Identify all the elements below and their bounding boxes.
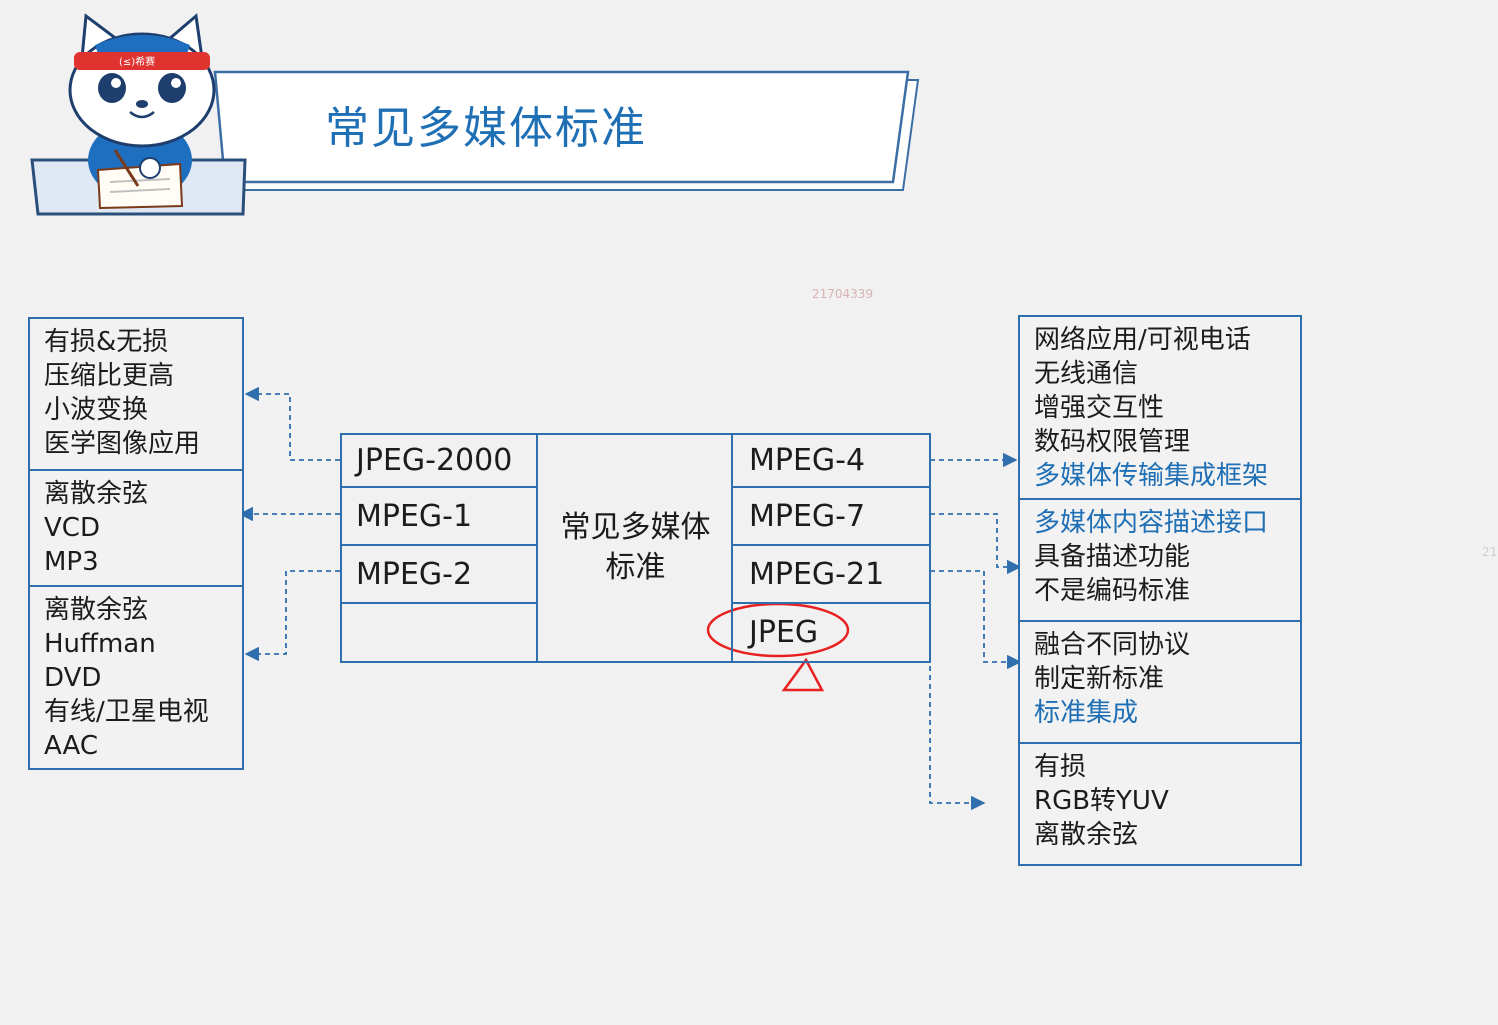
center-label: 常见多媒体 标准 xyxy=(538,436,733,660)
cell-jpeg: JPEG xyxy=(749,614,819,650)
note-line: 不是编码标准 xyxy=(1034,576,1191,606)
table-divider-right xyxy=(731,433,733,663)
edge-watermark-text: 21 xyxy=(1482,545,1498,559)
note-line: 具备描述功能 xyxy=(1034,542,1191,572)
arrow-mpeg2 xyxy=(244,570,340,662)
note-line: 标准集成 xyxy=(1034,698,1139,728)
row-divider xyxy=(731,602,931,604)
annotation-triangle xyxy=(781,657,825,692)
row-divider xyxy=(731,544,931,546)
note-line: 小波变换 xyxy=(44,395,149,425)
note-line: 有损&无损 xyxy=(44,327,169,357)
note-line: 多媒体传输集成框架 xyxy=(1034,461,1269,491)
note-mpeg2: 离散余弦 Huffman DVD 有线/卫星电视 AAC xyxy=(28,585,244,770)
watermark-text: 21704339 xyxy=(812,287,874,301)
row-divider xyxy=(340,544,538,546)
note-line: 数码权限管理 xyxy=(1034,427,1191,457)
center-label-line1: 常见多媒体 xyxy=(560,510,711,545)
note-line: Huffman xyxy=(44,629,156,659)
note-line: 有损 xyxy=(1034,752,1087,782)
row-divider xyxy=(340,486,538,488)
arrow-mpeg21 xyxy=(930,570,1022,670)
page-title: 常见多媒体标准 xyxy=(325,103,647,154)
note-line: AAC xyxy=(44,731,98,761)
cell-empty xyxy=(342,604,536,660)
note-line: 离散余弦 xyxy=(1034,820,1139,850)
note-line: 无线通信 xyxy=(1034,359,1139,389)
note-line: DVD xyxy=(44,663,102,693)
table-divider-left xyxy=(536,433,538,663)
note-mpeg21: 融合不同协议 制定新标准 标准集成 xyxy=(1018,620,1302,744)
cell-mpeg1: MPEG-1 xyxy=(356,498,473,534)
note-jpeg: 有损 RGB转YUV 离散余弦 xyxy=(1018,742,1302,866)
arrow-mpeg7 xyxy=(930,513,1022,575)
title-banner: (≤)希赛 xyxy=(30,13,920,216)
cell-jpeg2000: JPEG-2000 xyxy=(356,443,513,478)
note-line: 制定新标准 xyxy=(1034,664,1165,694)
note-mpeg4: 网络应用/可视电话 无线通信 增强交互性 数码权限管理 多媒体传输集成框架 xyxy=(1018,315,1302,501)
cell-mpeg7: MPEG-7 xyxy=(749,498,866,534)
row-divider xyxy=(340,602,538,604)
note-line: 增强交互性 xyxy=(1034,393,1165,423)
note-mpeg7: 多媒体内容描述接口 具备描述功能 不是编码标准 xyxy=(1018,498,1302,622)
note-line: MP3 xyxy=(44,547,99,577)
note-line: 网络应用/可视电话 xyxy=(1034,325,1251,355)
cell-mpeg21: MPEG-21 xyxy=(749,556,885,592)
mascot-headband-text: (≤)希赛 xyxy=(119,55,155,68)
cell-mpeg2: MPEG-2 xyxy=(356,556,473,592)
row-divider xyxy=(731,486,931,488)
note-line: 多媒体内容描述接口 xyxy=(1034,508,1269,538)
note-line: 离散余弦 xyxy=(44,595,149,625)
note-line: 融合不同协议 xyxy=(1034,630,1191,660)
cell-mpeg4: MPEG-4 xyxy=(749,443,866,478)
note-line: 压缩比更高 xyxy=(44,361,175,391)
note-line: 医学图像应用 xyxy=(44,429,201,459)
note-line: RGB转YUV xyxy=(1034,786,1169,816)
note-line: 离散余弦 xyxy=(44,479,149,509)
note-line: VCD xyxy=(44,513,100,543)
arrow-jpeg xyxy=(929,648,986,811)
note-mpeg1: 离散余弦 VCD MP3 xyxy=(28,469,244,587)
standards-table xyxy=(340,433,931,663)
note-jpeg2000: 有损&无损 压缩比更高 小波变换 医学图像应用 xyxy=(28,317,244,471)
center-label-line2: 标准 xyxy=(605,550,666,585)
note-line: 有线/卫星电视 xyxy=(44,697,209,727)
arrow-jpeg2000 xyxy=(244,386,340,461)
